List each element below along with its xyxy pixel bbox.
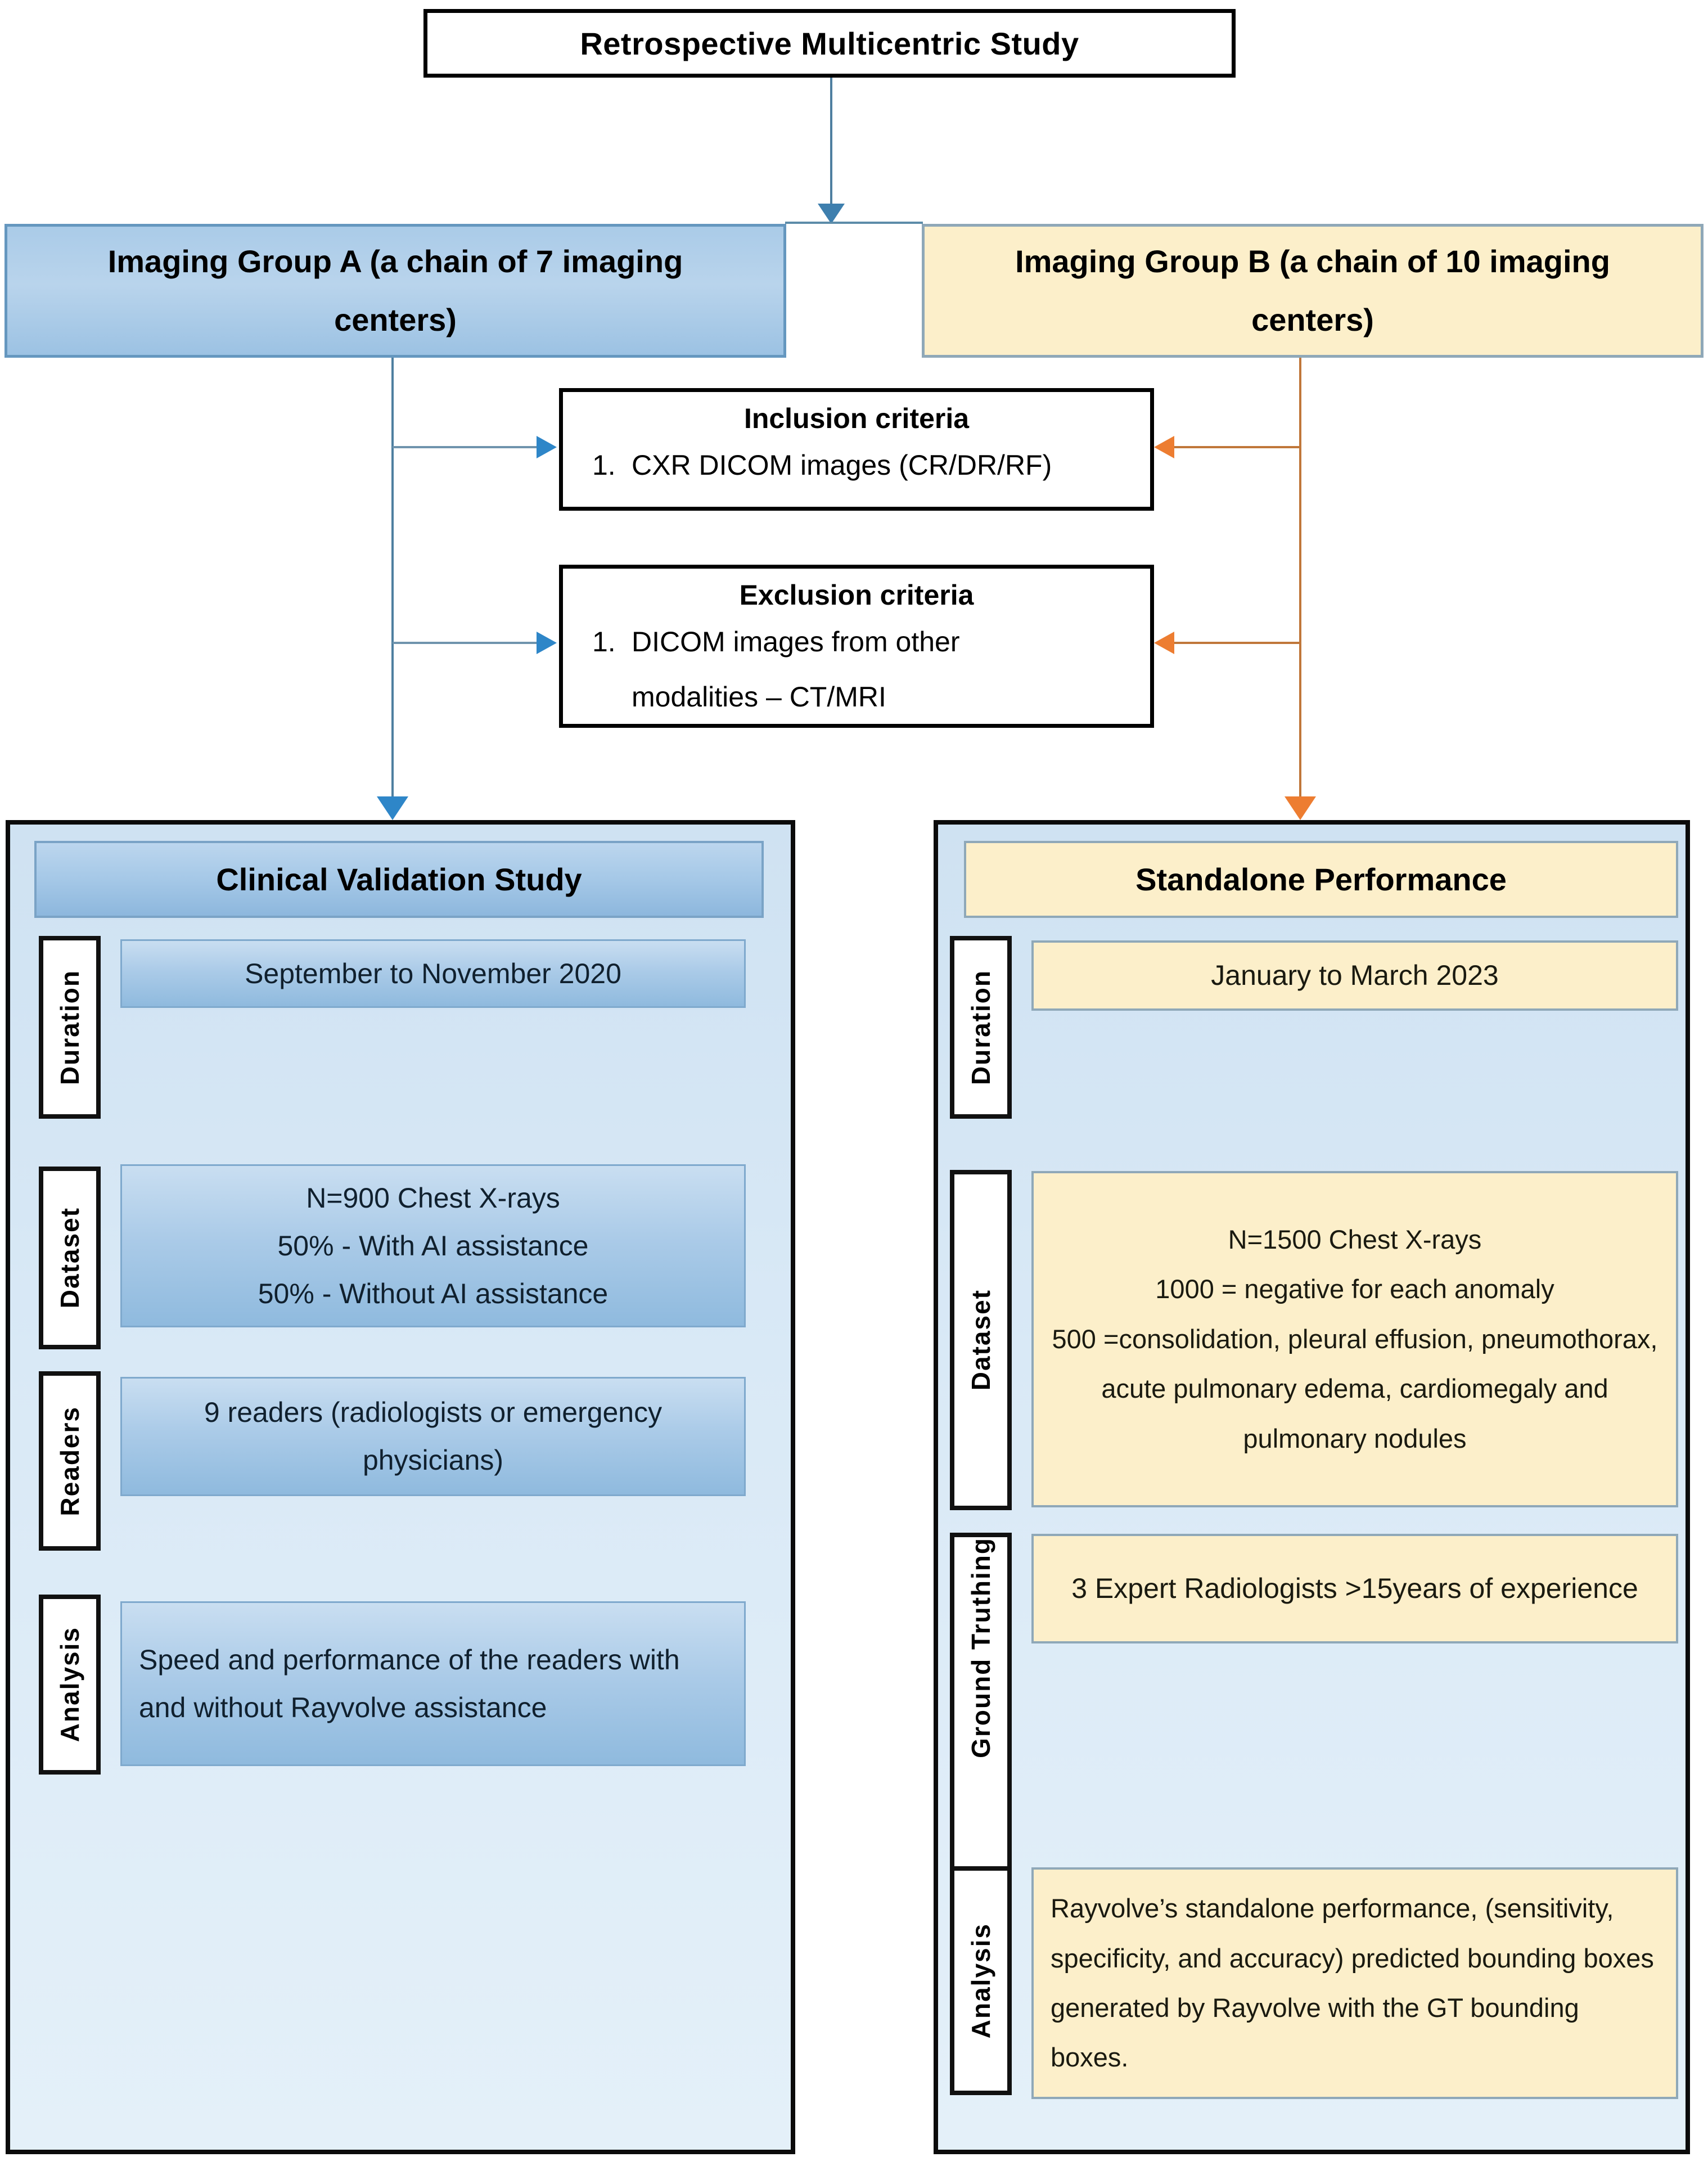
flow-line-inclusion-left <box>393 446 538 448</box>
flow-line-exclusion-left <box>393 642 538 644</box>
item-text: DICOM images from other modalities – CT/… <box>632 626 960 713</box>
row-label-text: Ground Truthing <box>966 1537 995 1758</box>
row-label-duration: Duration <box>950 936 1012 1119</box>
flow-line-group-b-vertical <box>1299 358 1301 796</box>
row-value-analysis: Speed and performance of the readers wit… <box>120 1601 746 1766</box>
item-number: 1. <box>592 449 616 481</box>
study-title-box: Retrospective Multicentric Study <box>423 9 1236 78</box>
row-label-text: Readers <box>55 1406 84 1516</box>
row-value-duration: September to November 2020 <box>120 939 746 1008</box>
row-label-dataset: Dataset <box>39 1167 101 1349</box>
row-label-analysis: Analysis <box>950 1866 1012 2095</box>
row-label-text: Dataset <box>55 1207 84 1309</box>
row-value-ground-truthing: 3 Expert Radiologists >15years of experi… <box>1031 1534 1678 1643</box>
clinical-validation-panel: Clinical Validation Study Duration Septe… <box>6 820 795 2154</box>
item-text: CXR DICOM images (CR/DR/RF) <box>632 449 1052 481</box>
panel-header-text: Standalone Performance <box>1135 862 1507 897</box>
row-label-text: Duration <box>55 969 84 1086</box>
row-value-dataset: N=1500 Chest X-rays 1000 = negative for … <box>1031 1171 1678 1507</box>
row-label-dataset: Dataset <box>950 1170 1012 1510</box>
arrow-right-blue-icon <box>537 632 557 654</box>
arrow-down-blue-icon <box>377 796 408 820</box>
arrow-right-blue-icon <box>537 436 557 458</box>
imaging-group-b-label: Imaging Group B (a chain of 10 imaging c… <box>1015 244 1610 337</box>
inclusion-criteria-heading: Inclusion criteria <box>743 403 970 434</box>
imaging-group-a-box: Imaging Group A (a chain of 7 imaging ce… <box>4 224 786 358</box>
row-label-ground-truthing: Ground Truthing <box>950 1533 1012 1884</box>
standalone-performance-header: Standalone Performance <box>964 841 1678 918</box>
exclusion-criteria-item: 1. DICOM images from other modalities – … <box>563 615 1150 724</box>
arrow-left-orange-icon <box>1154 632 1174 654</box>
study-title: Retrospective Multicentric Study <box>580 25 1079 61</box>
inclusion-criteria-item: 1. CXR DICOM images (CR/DR/RF) <box>563 438 1150 493</box>
item-number: 1. <box>592 626 616 658</box>
arrow-left-orange-icon <box>1154 436 1174 458</box>
row-label-text: Duration <box>966 969 995 1086</box>
row-label-duration: Duration <box>39 936 101 1119</box>
flow-line-title-vertical <box>830 78 832 205</box>
exclusion-criteria-heading: Exclusion criteria <box>739 579 974 611</box>
arrow-down-icon <box>818 204 845 224</box>
imaging-group-b-box: Imaging Group B (a chain of 10 imaging c… <box>922 224 1704 358</box>
row-value-analysis: Rayvolve’s standalone performance, (sens… <box>1031 1867 1678 2099</box>
row-label-readers: Readers <box>39 1371 101 1551</box>
flow-line-split-horizontal <box>785 222 923 224</box>
clinical-validation-header: Clinical Validation Study <box>34 841 764 918</box>
imaging-group-a-label: Imaging Group A (a chain of 7 imaging ce… <box>107 244 683 337</box>
row-value-duration: January to March 2023 <box>1031 940 1678 1011</box>
row-value-dataset: N=900 Chest X-rays 50% - With AI assista… <box>120 1164 746 1327</box>
flow-line-group-a-vertical <box>391 358 394 796</box>
flow-line-exclusion-right <box>1174 642 1300 644</box>
row-label-analysis: Analysis <box>39 1595 101 1775</box>
inclusion-criteria-box: Inclusion criteria 1. CXR DICOM images (… <box>559 388 1154 511</box>
standalone-performance-panel: Standalone Performance Duration January … <box>934 820 1690 2154</box>
panel-header-text: Clinical Validation Study <box>216 862 582 897</box>
row-value-readers: 9 readers (radiologists or emergency phy… <box>120 1377 746 1496</box>
flow-line-inclusion-right <box>1174 446 1300 448</box>
exclusion-criteria-box: Exclusion criteria 1. DICOM images from … <box>559 565 1154 728</box>
row-label-text: Dataset <box>966 1289 995 1391</box>
row-label-text: Analysis <box>55 1627 84 1742</box>
arrow-down-orange-icon <box>1285 796 1316 820</box>
row-label-text: Analysis <box>966 1922 995 2039</box>
